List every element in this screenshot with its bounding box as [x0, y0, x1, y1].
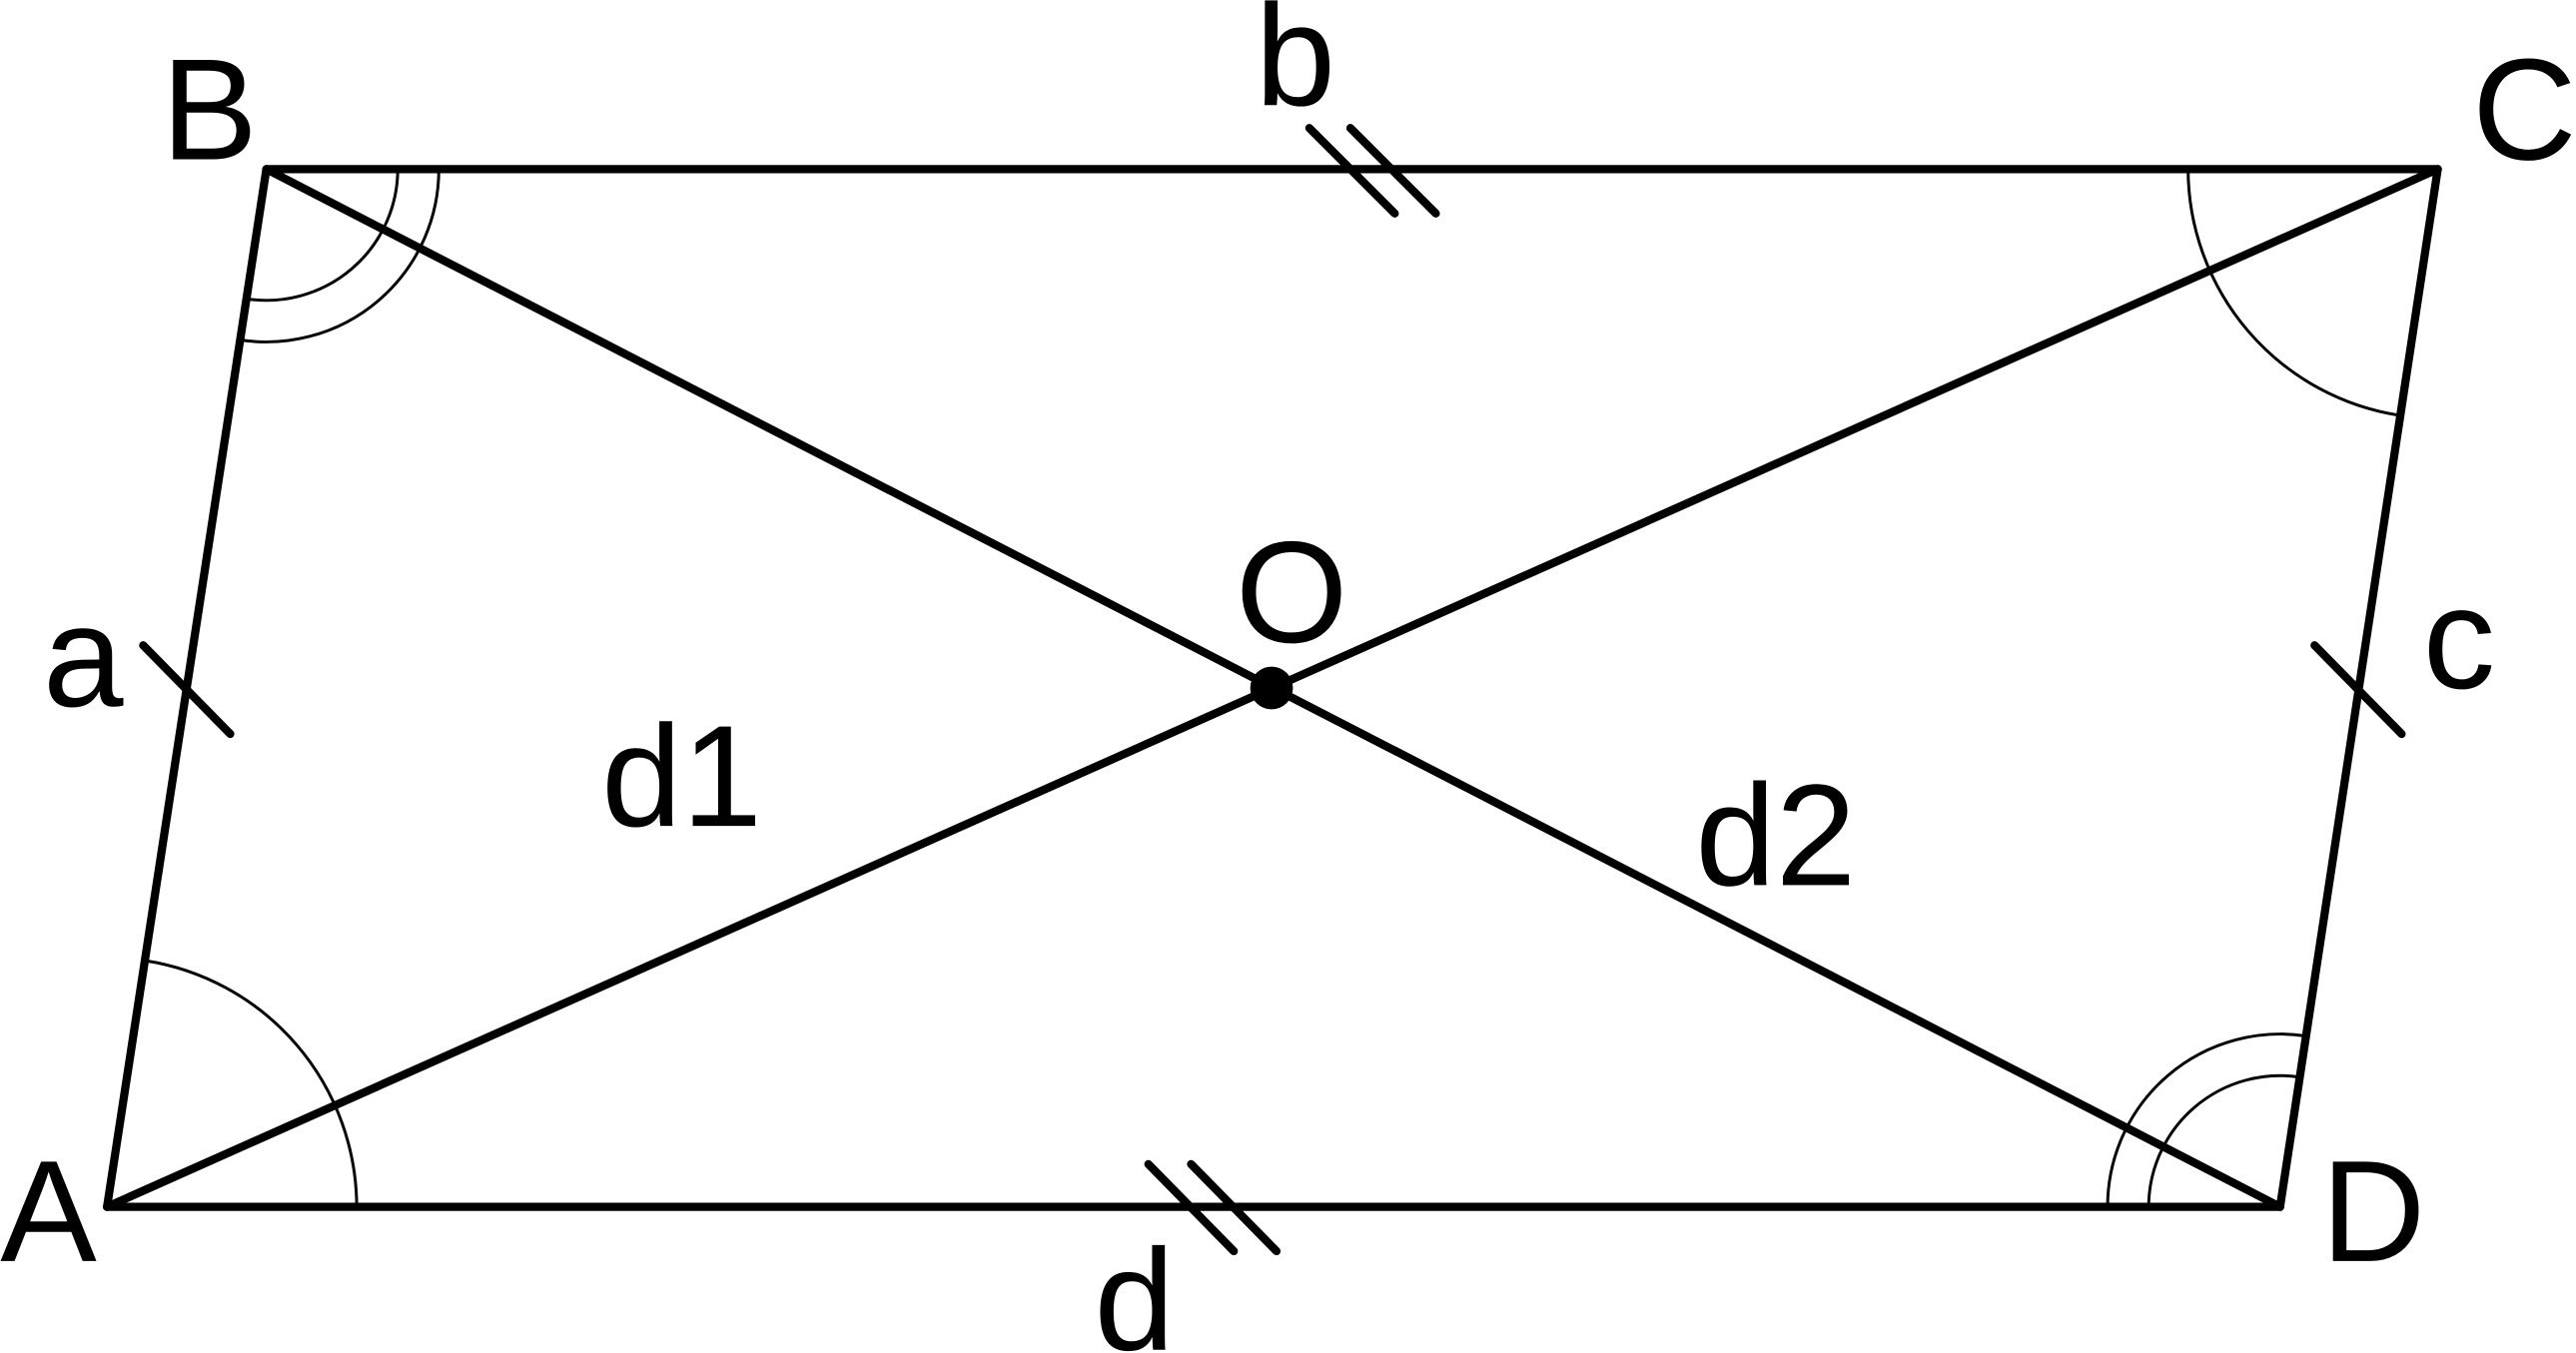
angle-arc-a: [144, 959, 359, 1207]
side-label-b: b: [1256, 0, 1335, 136]
side-label-a: a: [43, 575, 124, 737]
angle-arc-b-inner: [246, 169, 400, 303]
vertex-label-d: D: [2321, 1130, 2426, 1292]
side-label-c: c: [2423, 557, 2495, 719]
center-point-o: [1250, 666, 1293, 710]
tick-side-b-1: [1304, 124, 1399, 218]
vertex-label-b: B: [161, 29, 258, 191]
angle-arc-b-outer: [240, 169, 440, 343]
diagonal-label-d2: d2: [1695, 754, 1856, 916]
vertex-label-c: C: [2472, 29, 2576, 191]
diagonal-label-d1: d1: [601, 695, 762, 857]
center-label-o: O: [1236, 511, 1348, 673]
angle-arc-c: [2186, 169, 2400, 417]
tick-side-d-2: [1187, 1159, 1282, 1256]
angle-arc-d-outer: [2106, 1032, 2307, 1207]
tick-side-d-1: [1144, 1159, 1239, 1256]
tick-side-c: [2310, 641, 2406, 739]
tick-side-a: [139, 641, 235, 739]
vertex-label-a: A: [0, 1130, 97, 1292]
tick-side-b-2: [1345, 124, 1440, 218]
side-label-d: d: [1094, 1219, 1174, 1353]
angle-arc-d-inner: [2147, 1073, 2300, 1207]
